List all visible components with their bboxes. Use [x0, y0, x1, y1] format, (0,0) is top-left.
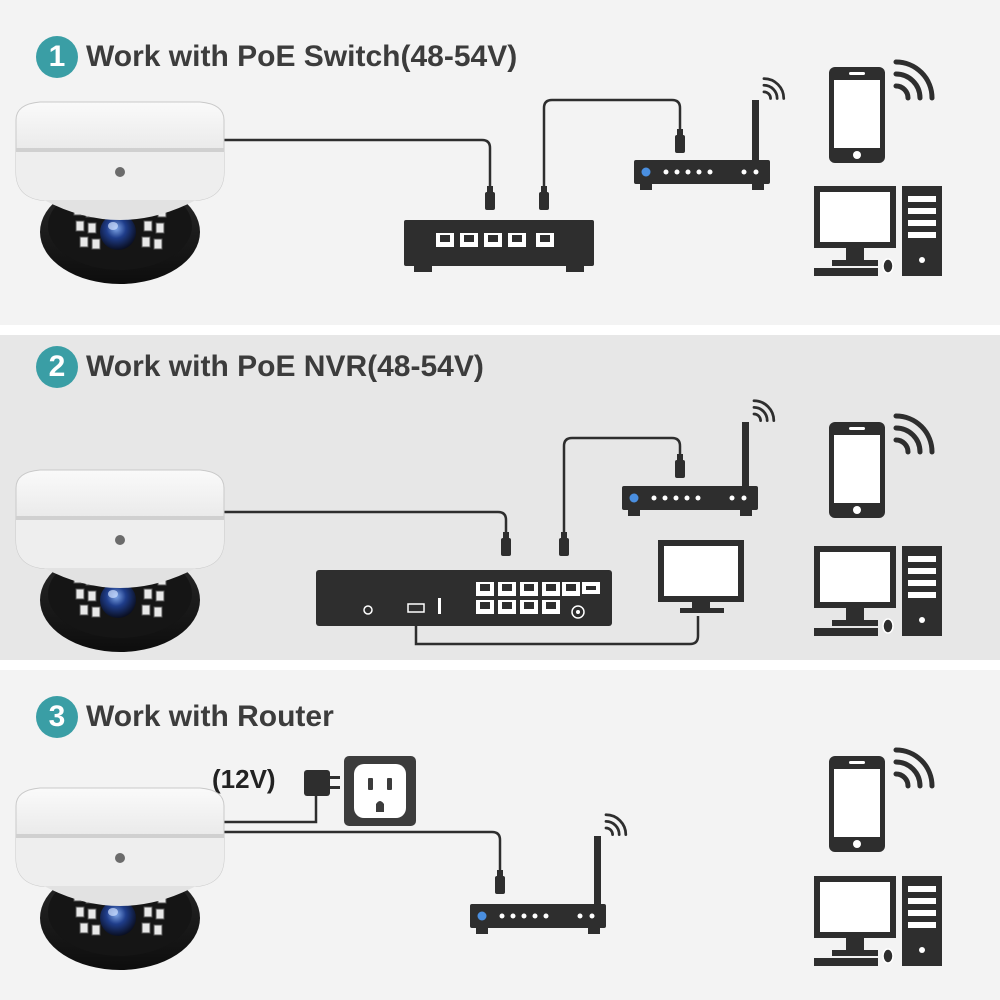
section-2-graphics	[16, 399, 943, 652]
monitor-icon	[658, 540, 744, 613]
power-adapter-icon	[304, 770, 340, 796]
power-voltage-label: (12V)	[212, 764, 276, 794]
network-cables	[224, 98, 682, 196]
section-3-graphics	[16, 750, 943, 970]
section-title: Work with Router	[86, 700, 334, 733]
network-cables	[224, 436, 700, 646]
wall-outlet-icon	[344, 756, 416, 826]
wifi-icon	[896, 416, 932, 452]
router-icon	[622, 422, 758, 516]
section-title: Work with PoE Switch(48-54V)	[86, 40, 518, 73]
section-title: Work with PoE NVR(48-54V)	[86, 350, 484, 383]
desktop-computer-icon	[813, 545, 943, 637]
smartphone-icon	[829, 67, 885, 163]
desktop-computer-icon	[813, 185, 943, 277]
section-number-badge: 3	[36, 696, 78, 738]
poe-switch-icon	[404, 220, 594, 272]
smartphone-icon	[829, 422, 885, 518]
cables	[224, 790, 502, 880]
section-number-badge: 2	[36, 346, 78, 388]
section-number-badge: 1	[36, 36, 78, 78]
dome-camera-icon	[16, 102, 224, 284]
section-header-2: 2 Work with PoE NVR(48-54V)	[36, 346, 484, 388]
smartphone-icon	[829, 756, 885, 852]
wifi-icon	[896, 750, 932, 786]
section-header-1: 1 Work with PoE Switch(48-54V)	[36, 36, 517, 78]
nvr-icon	[316, 570, 612, 626]
dome-camera-icon	[16, 788, 224, 970]
wifi-icon	[762, 77, 786, 100]
section-header-3: 3 Work with Router	[36, 696, 334, 738]
wifi-icon	[896, 62, 932, 98]
dome-camera-icon	[16, 470, 224, 652]
router-icon	[634, 100, 770, 190]
desktop-computer-icon	[813, 875, 943, 967]
section-1-graphics	[16, 62, 943, 284]
wifi-icon	[604, 813, 628, 836]
router-icon	[470, 836, 606, 934]
wifi-icon	[752, 399, 776, 422]
